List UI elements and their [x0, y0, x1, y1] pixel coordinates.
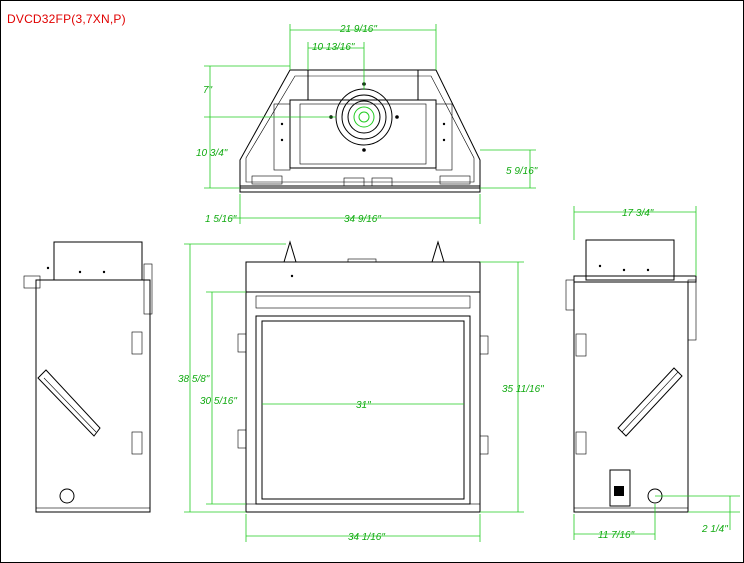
dim-top-height: 7": [203, 85, 213, 96]
front-tab: [237, 429, 247, 449]
dim-opening-width: 31": [356, 400, 371, 411]
screw: [46, 266, 50, 270]
top-housing-inner: [245, 75, 475, 183]
flue-center-green-inner: [358, 111, 370, 123]
valve: [614, 486, 624, 496]
top-view-dimensions: 21 9/16" 10 13/16" 7" 10 3/4" 5 9/16" 1 …: [196, 24, 538, 225]
right-baffle: [617, 367, 683, 437]
left-gas-inlet: [59, 488, 75, 504]
screw: [280, 122, 284, 126]
left-body: [35, 279, 151, 513]
screw: [290, 274, 294, 278]
front-view-dimensions: 38 5/8" 30 5/16" 31" 35 11/16" 34 1/16": [178, 243, 544, 543]
screw: [280, 138, 284, 142]
left-side-view: [23, 241, 153, 513]
tab-1: [251, 175, 283, 185]
dim-depth: 17 3/4": [622, 208, 654, 219]
dim-base-width: 34 9/16": [344, 214, 381, 225]
left-bracket-upper: [131, 331, 143, 355]
standoff-right: [431, 240, 445, 263]
dim-gas-inlet-height: 2 1/4": [701, 524, 728, 535]
front-tab: [479, 435, 489, 455]
baffle-line: [621, 371, 679, 433]
right-body: [573, 281, 689, 513]
right-top-box: [585, 239, 675, 281]
front-tab: [479, 335, 489, 355]
valve-box: [609, 469, 631, 507]
screw: [598, 264, 602, 268]
screw: [102, 270, 106, 274]
standoff-left: [283, 240, 297, 263]
left-front-tab: [143, 263, 153, 315]
front-view: [237, 240, 489, 513]
dim-overall-height: 38 5/8": [178, 374, 210, 385]
front-tab: [237, 333, 247, 353]
screw: [442, 122, 446, 126]
right-back-tab: [687, 279, 697, 341]
right-side-view: [565, 239, 697, 513]
flue-collar-inner: [347, 100, 381, 134]
right-front-tab: [565, 279, 575, 311]
right-bracket-upper: [575, 333, 587, 357]
right-view-dimensions: 17 3/4" 11 7/16" 2 1/4": [573, 206, 740, 541]
left-back-tab: [23, 275, 41, 289]
front-base: [245, 503, 481, 513]
screw: [78, 270, 82, 274]
tab-3: [371, 177, 393, 187]
dim-frame-width: 34 1/16": [348, 532, 385, 543]
top-chamber: [289, 99, 437, 169]
tab-4: [439, 175, 471, 185]
front-top-panel: [245, 261, 481, 293]
right-bracket-lower: [575, 431, 587, 455]
top-vent: [347, 258, 377, 263]
dim-flue-offset: 10 13/16": [312, 42, 355, 53]
right-base: [573, 507, 689, 513]
left-top-box: [53, 241, 143, 281]
dim-body-height: 10 3/4": [196, 148, 228, 159]
dim-side-offset: 5 9/16": [506, 166, 538, 177]
dim-left-offset: 1 5/16": [205, 214, 237, 225]
flue-center-green: [353, 106, 375, 128]
dim-overall-width: 21 9/16": [339, 24, 377, 35]
screw: [442, 138, 446, 142]
left-baffle: [37, 369, 101, 437]
dim-frame-height: 35 11/16": [502, 384, 544, 395]
top-view: [239, 69, 481, 193]
screw: [622, 268, 626, 272]
dim-gas-inlet-from-back: 11 7/16": [598, 530, 635, 541]
left-side-panel: [273, 103, 291, 171]
dim-opening-height: 30 5/16": [200, 396, 237, 407]
bolt: [362, 148, 366, 152]
flue-collar-ring: [341, 94, 387, 140]
left-base: [35, 507, 151, 513]
tab-2: [343, 177, 365, 187]
glass-opening: [261, 320, 465, 500]
baffle-line: [43, 377, 97, 433]
model-title: DVCD32FP(3,7XN,P): [7, 12, 126, 26]
left-bracket-lower: [131, 431, 143, 455]
bolt: [395, 115, 399, 119]
right-side-panel: [435, 103, 453, 171]
front-louver: [255, 295, 471, 309]
top-chamber-inner: [299, 103, 427, 165]
screw: [646, 268, 650, 272]
top-base-flange: [239, 185, 481, 193]
